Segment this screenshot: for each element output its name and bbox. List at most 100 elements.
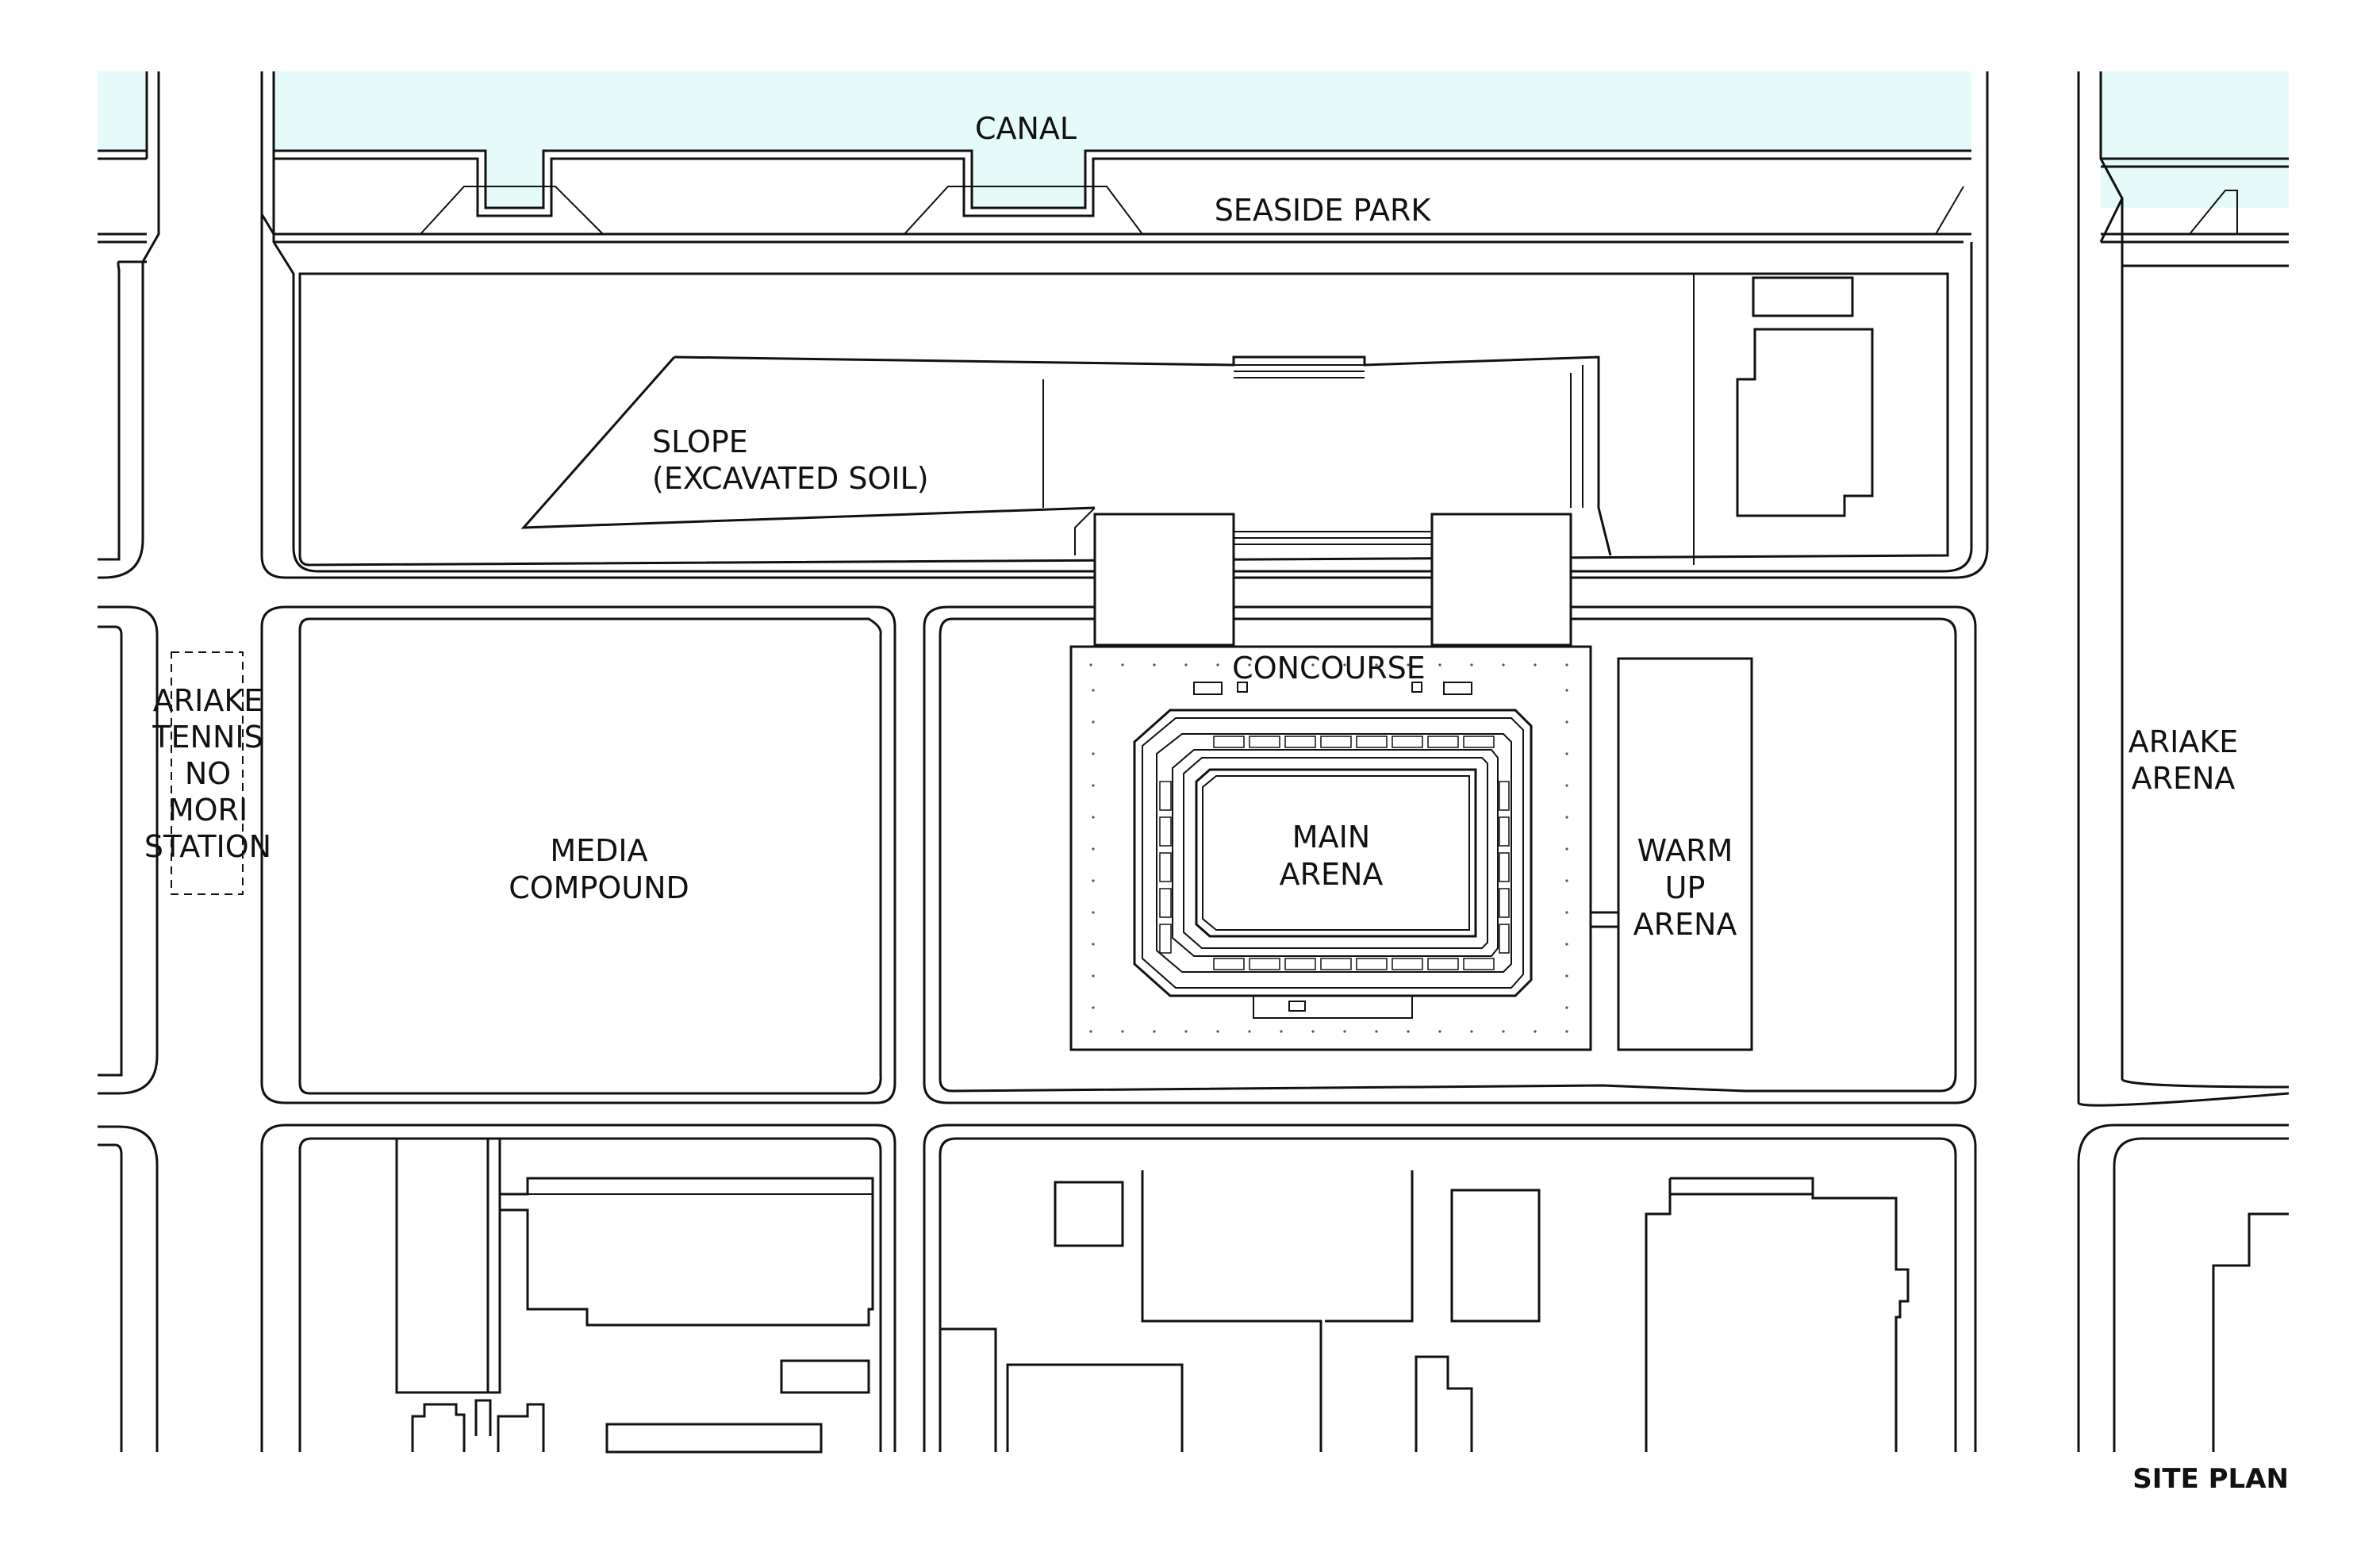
concourse-dot (1343, 663, 1346, 666)
concourse-dot (1438, 1030, 1441, 1033)
concourse-dot (1121, 663, 1124, 666)
concourse-dot (1565, 752, 1568, 755)
canal-left (98, 71, 147, 151)
concourse-dot (1502, 663, 1505, 666)
main-arena-label-2: ARENA (1280, 857, 1384, 892)
concourse-dot (1407, 1030, 1410, 1033)
ariake-arena-label-2: ARENA (2132, 761, 2236, 796)
south-buildings (395, 1139, 2289, 1454)
slope-label: SLOPE (652, 424, 748, 459)
concourse-dot (1534, 1030, 1537, 1033)
concourse-dot (1184, 663, 1188, 666)
seat-block (1159, 852, 1172, 882)
concourse-dot (1092, 784, 1095, 787)
seat-block (1249, 958, 1280, 970)
concourse-dot (1375, 1030, 1378, 1033)
concourse-dot (1092, 816, 1095, 819)
concourse-dot (1565, 720, 1568, 724)
seat-block (1499, 852, 1510, 882)
seat-block (1463, 958, 1495, 970)
ariake-arena-label-1: ARIAKE (2129, 724, 2239, 759)
canal-right (2101, 71, 2289, 208)
concourse-dot (1153, 1030, 1156, 1033)
seat-block (1213, 958, 1245, 970)
concourse-dot (1502, 1030, 1505, 1033)
media-compound-label-2: COMPOUND (509, 870, 689, 905)
seat-block (1284, 958, 1316, 970)
station-label-2: TENNIS (152, 720, 263, 755)
concourse-dot (1216, 663, 1219, 666)
concourse-dot (1565, 816, 1568, 819)
concourse-dot (1280, 1030, 1283, 1033)
concourse-dot (1092, 879, 1095, 882)
concourse-dot (1565, 974, 1568, 978)
seat-block (1427, 958, 1459, 970)
seat-block (1159, 924, 1172, 954)
seat-block (1159, 816, 1172, 847)
concourse-dot (1092, 974, 1095, 978)
concourse-dot (1438, 663, 1441, 666)
concourse-dot (1153, 663, 1156, 666)
seat-block (1356, 736, 1388, 748)
concourse-dot (1565, 689, 1568, 692)
station-label-4: MORI (168, 793, 248, 828)
site-plan-title: SITE PLAN (2132, 1463, 2289, 1495)
concourse-dot (1248, 1030, 1251, 1033)
concourse-dot (1565, 911, 1568, 914)
slope-area (520, 274, 1874, 565)
concourse-label: CONCOURSE (1232, 651, 1426, 686)
station-label-1: ARIAKE (153, 683, 263, 718)
seat-block (1320, 736, 1352, 748)
seat-block (1499, 816, 1510, 847)
concourse-dot (1311, 1030, 1315, 1033)
canal-main (274, 71, 1971, 208)
concourse-dot (1092, 847, 1095, 851)
concourse-dot (1565, 1006, 1568, 1009)
seat-block (1392, 958, 1423, 970)
concourse-dot (1092, 911, 1095, 914)
concourse-dot (1092, 752, 1095, 755)
concourse-dot (1565, 1030, 1568, 1033)
media-compound-label-1: MEDIA (550, 833, 647, 868)
canal-water (98, 71, 2289, 208)
warm-up-arena-building (1591, 657, 1753, 1051)
warm-up-label-2: UP (1665, 870, 1706, 905)
concourse-dot (1407, 663, 1410, 666)
concourse-bridges (1093, 513, 1572, 647)
seat-block (1499, 888, 1510, 918)
seat-block (1213, 736, 1245, 748)
canal-label: CANAL (975, 111, 1077, 146)
concourse-dot (1534, 663, 1537, 666)
seat-block (1159, 888, 1172, 918)
concourse-dot (1565, 879, 1568, 882)
seat-block (1249, 736, 1280, 748)
concourse-dot (1248, 663, 1251, 666)
seat-block (1356, 958, 1388, 970)
concourse-dot (1092, 720, 1095, 724)
warm-up-label-1: WARM (1637, 833, 1733, 868)
warm-up-label-3: ARENA (1633, 907, 1737, 942)
main-arena (1133, 709, 1533, 1019)
concourse-dot (1565, 784, 1568, 787)
seat-block (1499, 924, 1510, 954)
station-footprint (171, 651, 244, 895)
building-ne (1736, 328, 1874, 517)
slope-label-sub: (EXCAVATED SOIL) (652, 461, 929, 496)
concourse-dot (1470, 663, 1473, 666)
building-ne-small (1752, 276, 1854, 317)
street-blocks (98, 71, 2290, 1452)
concourse-dot (1089, 663, 1092, 666)
concourse-dot (1565, 943, 1568, 946)
concourse-dot (1216, 1030, 1219, 1033)
labels: CANAL SEASIDE PARK SLOPE (EXCAVATED SOIL… (144, 111, 2289, 1495)
seat-block (1499, 781, 1510, 811)
concourse-dot (1470, 1030, 1473, 1033)
seat-block (1284, 736, 1316, 748)
concourse-dot (1280, 663, 1283, 666)
seat-block (1392, 736, 1423, 748)
concourse-dot (1089, 1030, 1092, 1033)
concourse-dot (1092, 1006, 1095, 1009)
main-arena-label-1: MAIN (1292, 820, 1370, 855)
concourse-dot (1375, 663, 1378, 666)
